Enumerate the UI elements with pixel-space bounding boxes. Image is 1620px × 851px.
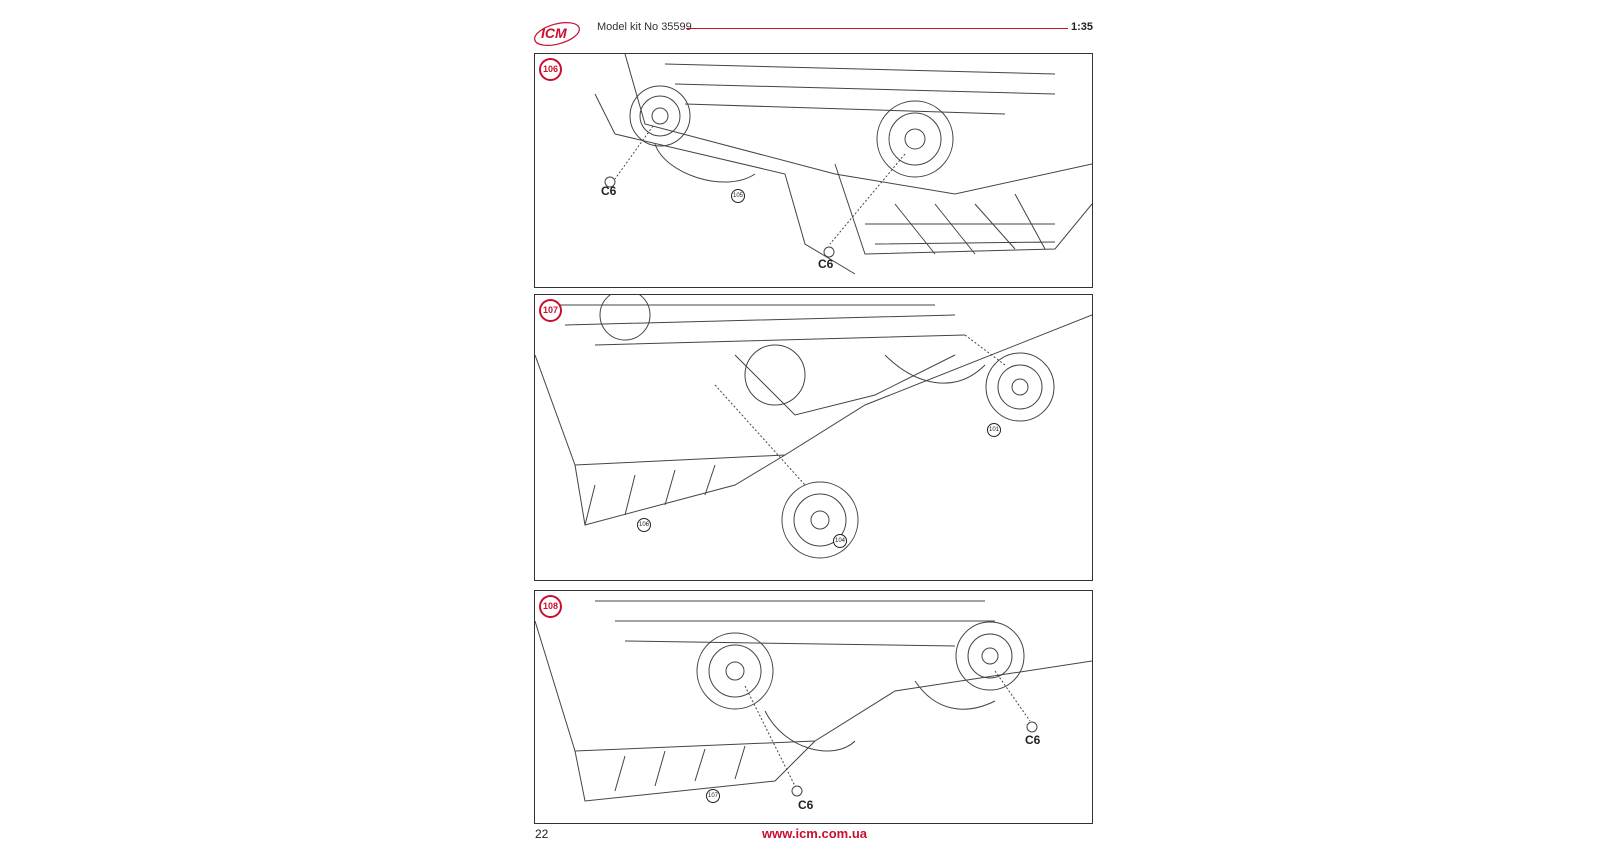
svg-text:ICM: ICM [541,25,567,41]
part-label: C6 [818,257,834,271]
part-label: C6 [798,798,814,812]
part-label: C6 [1025,733,1041,747]
step-ref: 104 [833,534,847,548]
website-link[interactable]: www.icm.com.ua [762,826,867,841]
step-number: 108 [539,595,562,618]
chassis-illustration [535,295,1092,559]
step-number: 106 [539,58,562,81]
step-107-panel: 107 101 106 104 [534,294,1093,581]
kit-number: Model kit No 35599 [597,21,692,33]
part-label: C6 [601,184,617,198]
scale-label: 1:35 [1071,21,1094,33]
chassis-illustration [594,54,1092,275]
step-108-panel: 108 C6 C6 107 [534,590,1093,824]
step-ref: 105 [731,189,745,203]
page-number: 22 [535,827,549,841]
chassis-illustration [535,600,1092,802]
step-ref: 107 [706,789,720,803]
step-number: 107 [539,299,562,322]
step-ref: 101 [987,423,1001,437]
header-rule [686,28,1068,29]
step-106-panel: 106 C6 C6 105 [534,53,1093,288]
step-ref: 106 [637,518,651,532]
icm-logo: ICM [534,22,580,46]
